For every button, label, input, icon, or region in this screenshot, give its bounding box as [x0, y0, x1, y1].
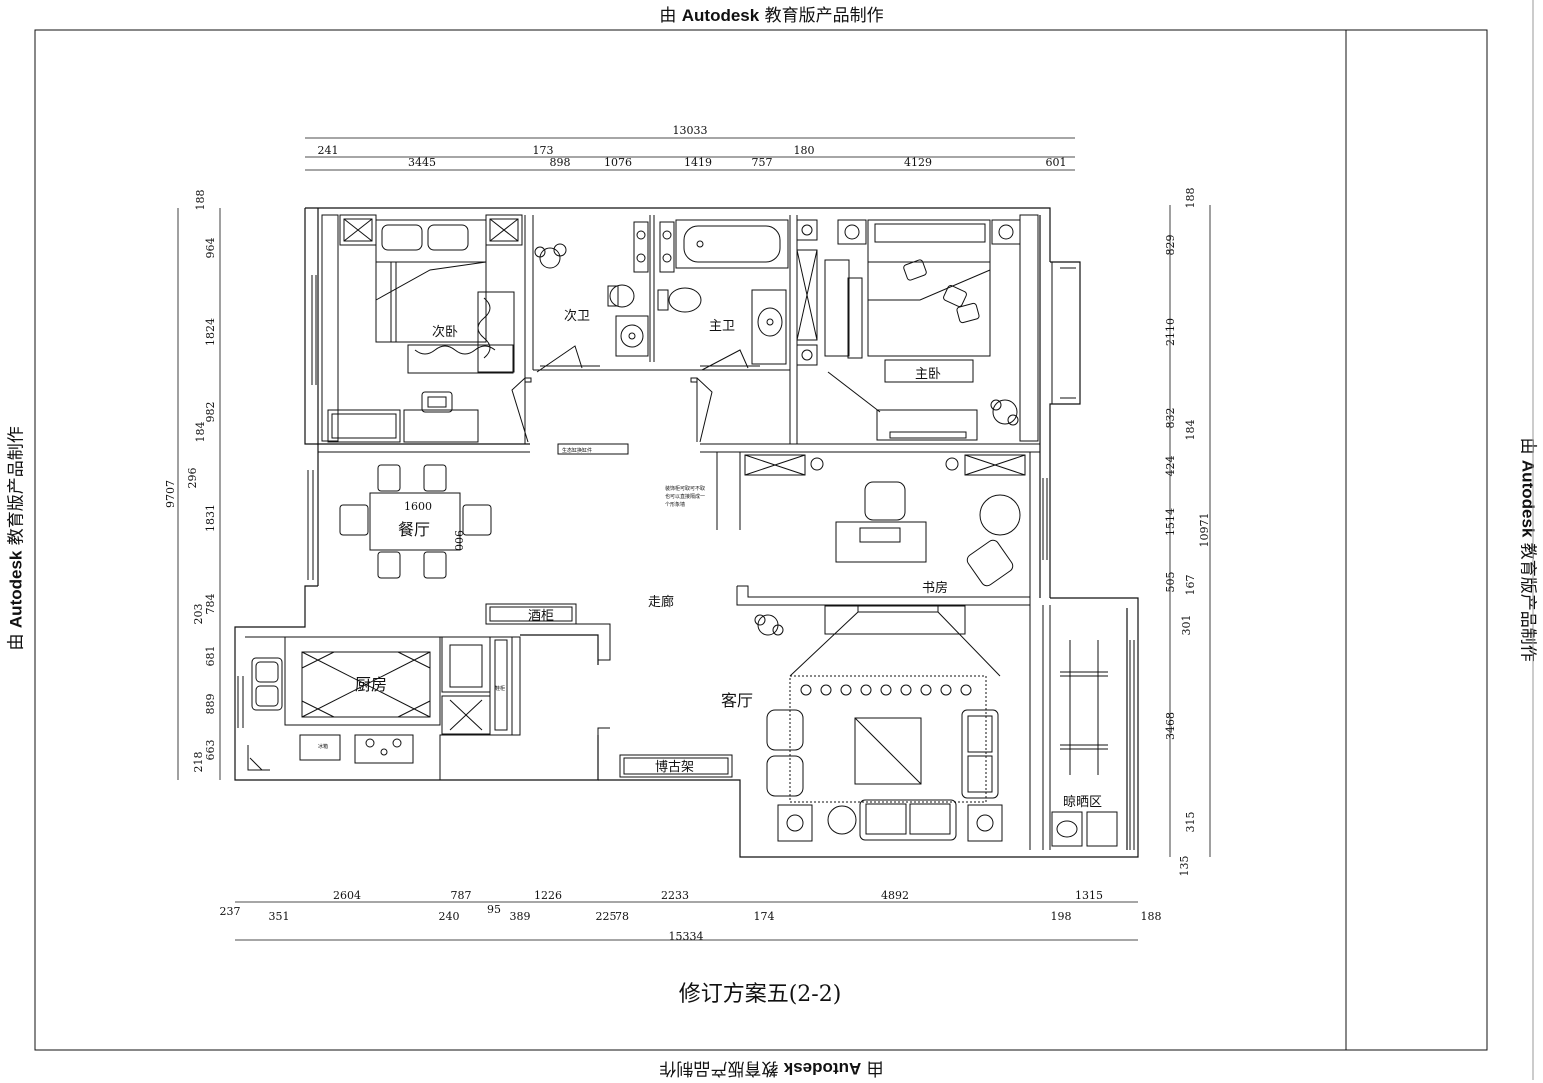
- drying-area-fixtures: [1051, 640, 1135, 850]
- room-master-bath: 主卫: [709, 319, 735, 334]
- partition-note-1: 装饰柜可取可不取: [665, 485, 705, 492]
- drawing-title: 修订方案五(2-2): [678, 982, 842, 1007]
- dim-bottom-row2: 240: [439, 910, 460, 923]
- table-width: 900: [452, 530, 465, 551]
- study-furniture: [744, 454, 1048, 587]
- shoe-cabinet-label: 鞋柜: [495, 685, 505, 692]
- dim-top-row1: 173: [533, 144, 554, 157]
- second-bedroom-furniture: [311, 214, 523, 443]
- living-furniture: [754, 605, 1003, 842]
- dim-left: 203: [192, 604, 205, 625]
- kitchen-walls: [237, 636, 521, 780]
- dim-bottom-row1: 2233: [661, 889, 689, 902]
- room-labels: 次卧 次卫 主卫 主卧 餐厅 走廊 书房 酒柜 厨房 客厅 博古架 晾晒区 16…: [318, 308, 1102, 810]
- dim-top-row2: 1076: [604, 156, 632, 169]
- dim-top-row2: 4129: [904, 156, 932, 169]
- dim-right: 135: [1178, 856, 1191, 877]
- dim-right: 2110: [1164, 318, 1177, 346]
- dim-right-total: 10971: [1198, 513, 1211, 548]
- dim-right: 3468: [1164, 712, 1177, 740]
- dim-bottom-row2: 198: [1051, 910, 1072, 923]
- room-wine-cabinet: 酒柜: [528, 609, 554, 624]
- dim-right: 184: [1184, 420, 1197, 441]
- dim-bottom-total: 15334: [669, 930, 704, 943]
- room-curio-shelf: 博古架: [655, 760, 694, 775]
- dim-left: 184: [194, 422, 207, 443]
- dim-left: 889: [204, 694, 217, 715]
- dim-bottom-row2: 174: [754, 910, 775, 923]
- dim-bottom-row1: 787: [451, 889, 472, 902]
- dim-top-row2: 1419: [684, 156, 712, 169]
- dimension-lines: [177, 137, 1211, 941]
- dim-top-row1: 241: [318, 144, 339, 157]
- room-study: 书房: [922, 580, 948, 596]
- hallway-doors: [511, 377, 713, 455]
- dim-left: 1831: [204, 504, 217, 532]
- dim-left: 188: [194, 190, 207, 211]
- dim-right: 832: [1164, 408, 1177, 429]
- wine-cabinet: [485, 603, 577, 625]
- dim-left: 784: [204, 594, 217, 615]
- dim-bottom-row1: 1315: [1075, 889, 1103, 902]
- dim-left: 218: [192, 752, 205, 773]
- dim-left: 296: [186, 468, 199, 489]
- room-master-bedroom: 主卧: [915, 367, 941, 382]
- dim-bottom-row2: 78: [615, 910, 629, 923]
- dim-top-row2: 601: [1046, 156, 1067, 169]
- room-second-bedroom: 次卧: [432, 324, 458, 340]
- dim-bottom-row2: 95: [487, 903, 501, 916]
- room-second-bath: 次卫: [564, 308, 590, 324]
- watermark-top: 由 Autodesk 教育版产品制作: [659, 6, 884, 26]
- second-bath-fixtures: [534, 221, 649, 373]
- dim-left: 1824: [204, 318, 217, 346]
- dim-bottom-row2: 389: [510, 910, 531, 923]
- dim-right: 167: [1184, 575, 1197, 596]
- dim-right: 829: [1164, 235, 1177, 256]
- dim-right: 301: [1180, 615, 1193, 636]
- dim-bottom-row2: 188: [1141, 910, 1162, 923]
- dim-right: 1514: [1164, 508, 1177, 536]
- master-bath-fixtures: [657, 219, 789, 371]
- dim-bottom-row2: 351: [269, 910, 290, 923]
- room-living: 客厅: [721, 691, 753, 710]
- dim-top-row2: 3445: [408, 156, 436, 169]
- curio-shelf: [619, 754, 733, 778]
- room-corridor: 走廊: [648, 594, 674, 610]
- dim-top-row2: 898: [550, 156, 571, 169]
- dim-left: 964: [204, 238, 217, 259]
- dim-right: 188: [1184, 188, 1197, 209]
- bath-fixture-note: 生态缸换缸件: [562, 447, 592, 454]
- partition-note-2: 也可以直接隔成一: [665, 493, 705, 500]
- room-drying-area: 晾晒区: [1063, 794, 1102, 810]
- dim-bottom-row2: 225: [596, 910, 617, 923]
- interior-walls: [318, 215, 1051, 850]
- dim-left: 982: [204, 402, 217, 423]
- dim-top-row2: 757: [752, 156, 773, 169]
- room-kitchen: 厨房: [355, 675, 387, 694]
- dim-bottom-row1: 4892: [881, 889, 909, 902]
- dim-top-row1: 180: [794, 144, 815, 157]
- dim-bottom-row1: 1226: [534, 889, 562, 902]
- table-length: 1600: [404, 500, 432, 513]
- dim-left: 663: [204, 740, 217, 761]
- dim-right: 424: [1164, 456, 1177, 477]
- dining-set: [307, 464, 492, 580]
- dim-bottom-row2: 237: [220, 905, 241, 918]
- dim-top-total: 13033: [673, 124, 708, 137]
- drawing-frame: [34, 29, 1488, 1051]
- dim-left-total: 9707: [164, 480, 177, 508]
- dim-left: 681: [204, 646, 217, 667]
- partition-note-3: 个形象墙: [665, 501, 685, 508]
- room-dining: 餐厅: [398, 520, 430, 539]
- dim-right: 315: [1184, 812, 1197, 833]
- dimension-text: 13033 241 173 180 3445 898 1076 1419 757…: [164, 124, 1211, 943]
- dim-right: 505: [1164, 572, 1177, 593]
- fridge-label: 冰箱: [318, 743, 328, 750]
- dim-bottom-row1: 2604: [333, 889, 361, 902]
- master-bedroom-furniture: [796, 214, 1081, 442]
